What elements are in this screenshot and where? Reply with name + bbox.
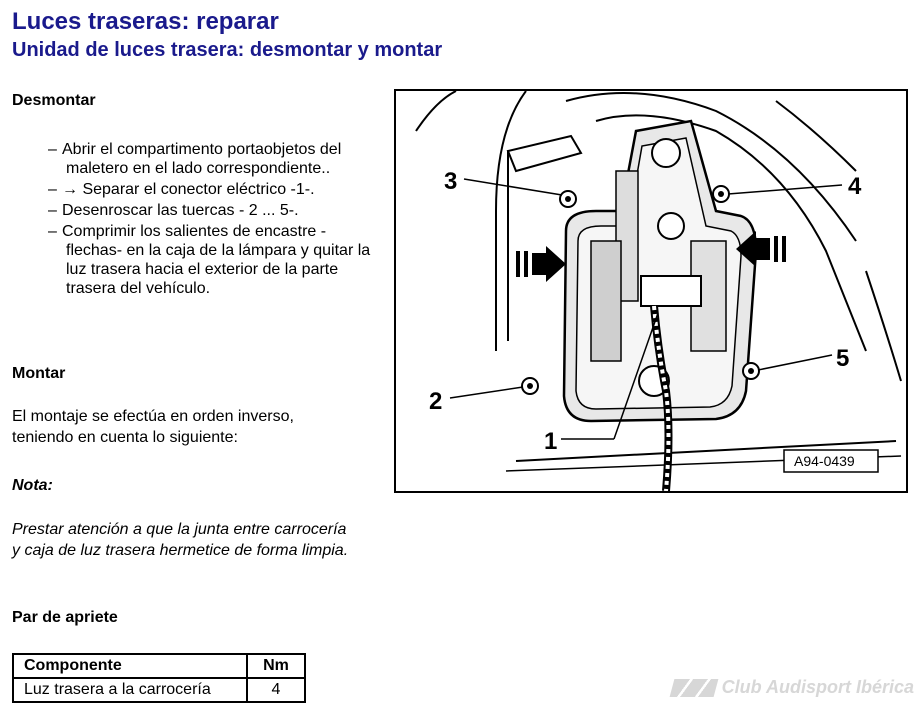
- label-4: 4: [848, 173, 862, 200]
- step-item: –Desenroscar las tuercas - 2 ... 5-.: [48, 201, 378, 220]
- body-edge-line: [415, 91, 457, 132]
- cell-nm: 4: [246, 677, 306, 703]
- table-header-row: Componente Nm: [12, 653, 306, 679]
- arrow-right-icon: [516, 246, 566, 282]
- leader-line-1: [613, 312, 659, 440]
- bracket-shape: [506, 134, 583, 173]
- column-header-nm: Nm: [246, 653, 306, 679]
- step-text: Abrir el compartimento portaobjetos del …: [62, 141, 342, 177]
- montar-heading: Montar: [12, 365, 66, 382]
- leader-line-3: [463, 178, 563, 196]
- club-logo-icon: [669, 678, 719, 697]
- wire-harness: [652, 305, 671, 491]
- nota-heading: Nota:: [12, 477, 53, 494]
- carrier-plate: [590, 240, 622, 362]
- nut-3-center: [565, 196, 571, 202]
- dash-bullet: –: [48, 181, 57, 198]
- step-item: –Comprimir los salientes de encastre -fl…: [48, 222, 378, 298]
- tail-light-figure: 3 4 2 5 1 A94-0439: [394, 89, 908, 493]
- body-edge-line: [865, 270, 902, 382]
- bulb-socket: [657, 212, 685, 240]
- dash-bullet: –: [48, 141, 57, 158]
- dash-bullet: –: [48, 202, 57, 219]
- page-subtitle: Unidad de luces trasera: desmontar y mon…: [12, 39, 443, 61]
- nota-text: Prestar atención a que la junta entre ca…: [12, 521, 349, 559]
- figure-code: A94-0439: [794, 453, 855, 469]
- leader-line-5: [757, 354, 833, 371]
- carrier-plate: [690, 240, 727, 352]
- leader-line-4: [727, 184, 843, 195]
- label-3: 3: [444, 168, 457, 195]
- body-edge-line: [595, 114, 867, 352]
- leader-line-2: [449, 386, 524, 399]
- tail-light-diagram: 3 4 2 5 1 A94-0439: [415, 91, 902, 491]
- watermark-text: Club Audisport Ibérica: [721, 677, 914, 697]
- step-item: –Abrir el compartimento portaobjetos del…: [48, 140, 378, 178]
- column-header-component: Componente: [12, 653, 248, 679]
- step-item: –→ Separar el conector eléctrico -1-.: [48, 180, 378, 199]
- arrow-left-icon: [736, 231, 786, 267]
- table-row: Luz trasera a la carrocería 4: [12, 677, 306, 703]
- nut-5-center: [748, 368, 754, 374]
- dash-bullet: –: [48, 223, 57, 240]
- body-edge-line: [495, 91, 527, 351]
- torque-heading: Par de apriete: [12, 609, 118, 626]
- desmontar-steps: –Abrir el compartimento portaobjetos del…: [48, 140, 378, 300]
- cell-component: Luz trasera a la carrocería: [12, 677, 248, 703]
- label-1: 1: [544, 428, 557, 455]
- bulb-socket: [651, 138, 681, 168]
- nut-2-center: [527, 383, 533, 389]
- step-text: → Separar el conector eléctrico -1-.: [62, 181, 315, 198]
- montar-text: El montaje se efectúa en orden inverso, …: [12, 408, 294, 446]
- torque-table: Componente Nm Luz trasera a la carrocerí…: [12, 653, 306, 703]
- step-text: Desenroscar las tuercas - 2 ... 5-.: [62, 202, 299, 219]
- connector: [640, 275, 702, 307]
- label-5: 5: [836, 345, 849, 372]
- page-title: Luces traseras: reparar: [12, 8, 279, 35]
- body-edge-line: [515, 440, 897, 462]
- figure-code-box: [783, 449, 879, 473]
- label-2: 2: [429, 388, 442, 415]
- body-edge-line: [775, 100, 857, 172]
- step-text: Comprimir los salientes de encastre -fle…: [62, 223, 371, 297]
- body-edge-line: [565, 92, 857, 242]
- desmontar-heading: Desmontar: [12, 92, 96, 109]
- nut-4-center: [718, 191, 724, 197]
- watermark: Club Audisport Ibérica: [669, 677, 914, 698]
